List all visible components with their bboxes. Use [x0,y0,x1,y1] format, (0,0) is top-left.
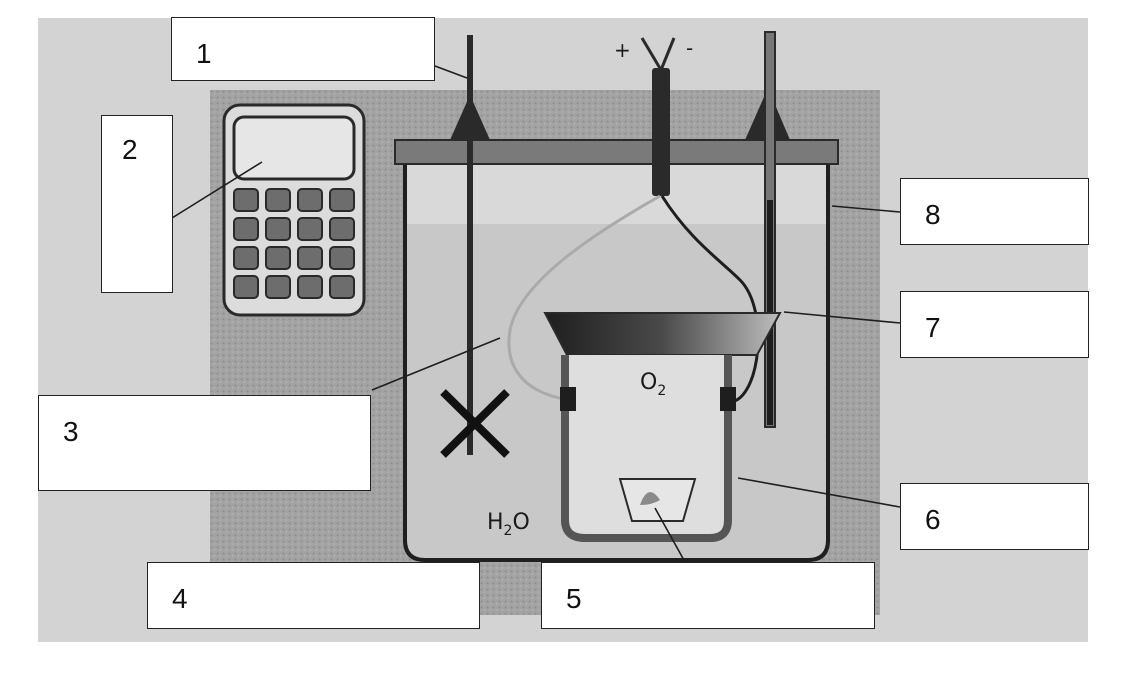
stirrer [440,35,510,458]
label-box-2: 2 [101,115,173,293]
pointer-lines [171,65,901,563]
water-h: H [487,510,504,535]
label-2-text: 2 [122,134,138,165]
label-7-text: 7 [925,312,941,343]
minus-sign: - [686,36,694,60]
oxygen-main: O [640,370,658,395]
label-box-8: 8 [900,178,1089,245]
sample-cup [618,478,697,522]
label-3-text: 3 [63,416,79,447]
label-box-6: 6 [900,483,1089,550]
label-box-5: 5 [541,562,875,629]
label-4-text: 4 [172,583,188,614]
plus-sign: + [614,38,631,62]
oxygen-subscript: 2 [657,383,667,399]
label-box-7: 7 [900,291,1089,358]
calculator [222,103,366,317]
label-1-text: 1 [196,38,212,69]
water-label: H2O [487,510,530,539]
water-subscript: 2 [503,523,513,539]
label-box-1: 1 [171,17,435,81]
label-8-text: 8 [925,199,941,230]
label-5-text: 5 [566,583,582,614]
label-box-3: 3 [38,395,371,491]
oxygen-label: O2 [640,370,666,399]
label-box-4: 4 [147,562,480,629]
label-6-text: 6 [925,504,941,535]
water-o: O [512,510,530,535]
ignition-wires-top [640,37,676,196]
